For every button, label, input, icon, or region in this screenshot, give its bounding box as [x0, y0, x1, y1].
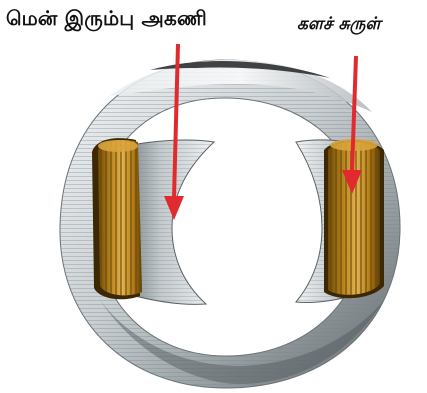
left-field-coil [92, 138, 142, 299]
